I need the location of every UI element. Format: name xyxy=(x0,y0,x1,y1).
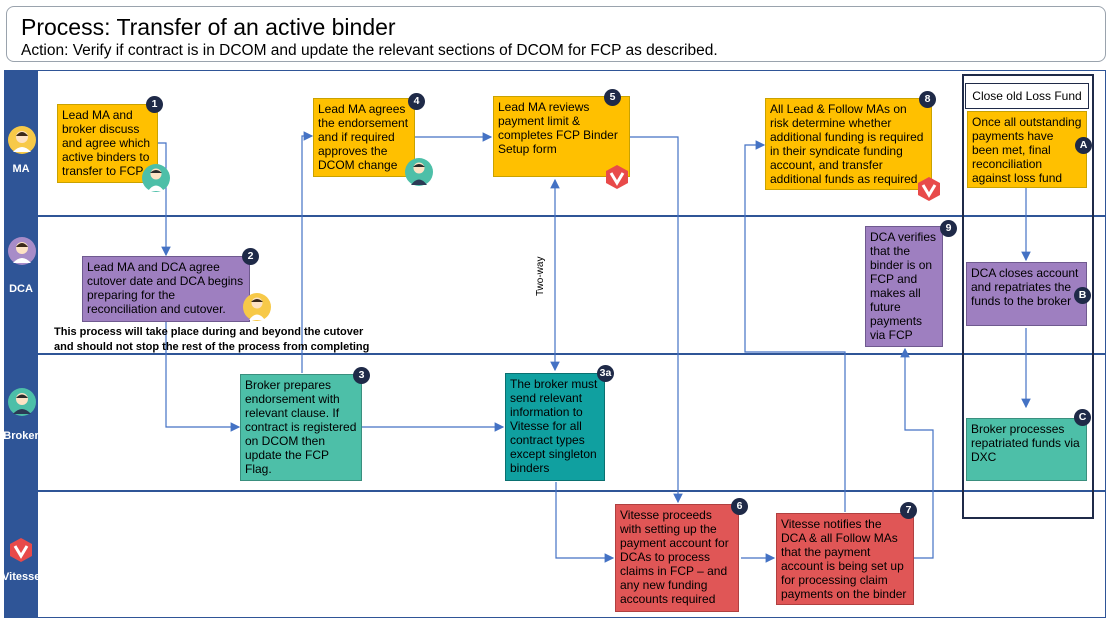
step-3a-box: The broker must send relevant informatio… xyxy=(505,373,605,481)
page-title: Process: Transfer of an active binder xyxy=(21,14,396,40)
close-loss-fund-title: Close old Loss Fund xyxy=(965,83,1089,109)
broker-avatar-icon xyxy=(8,388,36,416)
step-5-vitesse-icon xyxy=(604,164,630,190)
step-c-box: Broker processes repatriated funds via D… xyxy=(966,418,1087,481)
lane-label-dca: DCA xyxy=(9,283,33,295)
step-8-vitesse-icon xyxy=(916,176,942,202)
lane-label-broker: Broker xyxy=(3,430,39,442)
step-a-box: Once all outstanding payments have been … xyxy=(967,111,1087,188)
step-a-badge: A xyxy=(1075,137,1092,154)
step-2-box: Lead MA and DCA agree cutover date and D… xyxy=(82,256,250,322)
vitesse-logo-icon xyxy=(8,537,34,563)
step-1-person-icon xyxy=(142,164,170,192)
close-loss-fund-container xyxy=(962,74,1094,519)
step-8-badge: 8 xyxy=(919,91,936,108)
step-4-person-icon xyxy=(405,158,433,186)
step-8-box: All Lead & Follow MAs on risk determine … xyxy=(765,98,932,190)
step-9-badge: 9 xyxy=(940,220,957,237)
step-3-badge: 3 xyxy=(353,367,370,384)
step-b-badge: B xyxy=(1074,287,1091,304)
step-1-box: Lead MA and broker discuss and agree whi… xyxy=(57,104,158,183)
step-3-box: Broker prepares endorsement with relevan… xyxy=(240,374,362,481)
step-7-box: Vitesse notifies the DCA & all Follow MA… xyxy=(776,513,914,605)
lane-header-broker xyxy=(4,354,38,491)
process-header: Process: Transfer of an active binder Ac… xyxy=(6,6,1106,62)
step-5-badge: 5 xyxy=(604,89,621,106)
step-3a-badge: 3a xyxy=(597,365,614,382)
dca-avatar-icon xyxy=(8,237,36,265)
step-b-box: DCA closes account and repatriates the f… xyxy=(966,262,1087,326)
step-4-badge: 4 xyxy=(408,93,425,110)
step-6-box: Vitesse proceeds with setting up the pay… xyxy=(615,504,739,612)
lane-label-vitesse: Vitesse xyxy=(2,571,41,583)
step-2-badge: 2 xyxy=(242,248,259,265)
step-5-box: Lead MA reviews payment limit & complete… xyxy=(493,96,630,177)
step-4-box: Lead MA agrees the endorsement and if re… xyxy=(313,98,415,177)
step-9-box: DCA verifies that the binder is on FCP a… xyxy=(865,226,943,347)
page-subtitle: Action: Verify if contract is in DCOM an… xyxy=(21,42,718,59)
lane-label-ma: MA xyxy=(12,163,30,175)
cutover-note: This process will take place during and … xyxy=(54,326,370,353)
step-7-badge: 7 xyxy=(900,502,917,519)
ma-avatar-icon xyxy=(8,126,36,154)
step-6-badge: 6 xyxy=(731,498,748,515)
step-c-badge: C xyxy=(1074,409,1091,426)
step-1-badge: 1 xyxy=(146,96,163,113)
two-way-label: Two-way xyxy=(535,256,546,296)
step-2-person-icon xyxy=(243,293,271,321)
